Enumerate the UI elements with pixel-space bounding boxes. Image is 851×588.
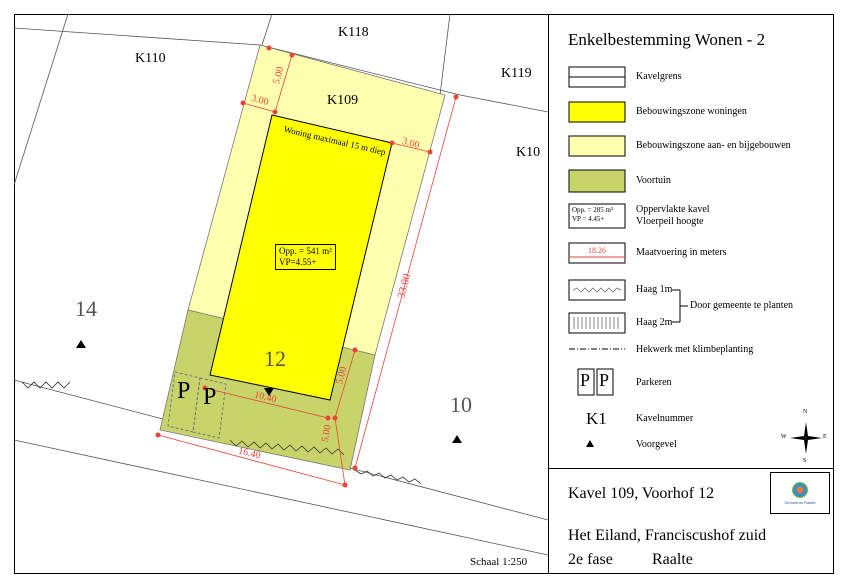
legend-divider (548, 14, 549, 574)
legend-k1-symbol: K1 (586, 409, 607, 428)
compass-e: E (823, 434, 827, 440)
legend-haag-2m: Haag 2m (636, 317, 673, 328)
location-line1: Het Eiland, Franciscushof zuid (568, 527, 767, 544)
dimension-points (155, 45, 459, 488)
parcel-label-k110: K110 (135, 51, 166, 66)
legend-maatvoering-value: 18.26 (588, 246, 606, 255)
location-phase: 2e fase (568, 551, 613, 568)
house-number-10: 10 (450, 392, 472, 417)
dimension-lines (157, 54, 457, 486)
legend-opp-box-line2: VP = 4.45+ (572, 215, 605, 223)
hedge (21, 381, 422, 485)
legend-door-gemeente: Door gemeente te planten (690, 300, 794, 311)
legend-voortuin: Voortuin (636, 175, 671, 186)
gemeente-logo: Gemeente Raalte (770, 472, 830, 514)
legend-bebouwing-bijgebouwen: Bebouwingszone aan- en bijgebouwen (636, 140, 791, 151)
logo-mark-icon (792, 481, 808, 498)
parcel-label-k119: K119 (501, 66, 532, 81)
parking-spaces (167, 371, 227, 439)
legend-opp-box: Opp. = 285 m² VP = 4.45+ (572, 206, 613, 224)
parcel-label-k109: K109 (327, 93, 359, 108)
compass-n: N (803, 409, 808, 415)
legend-oppervlakte: Oppervlakte kavel Vloerpeil hoogte (636, 204, 710, 228)
legend-opp-box-line1: Opp. = 285 m² (572, 206, 614, 214)
legend-parking-p2: P (599, 370, 610, 390)
compass-s: S (803, 458, 807, 464)
legend-voorgevel: Voorgevel (636, 439, 677, 450)
house-number-12: 12 (264, 346, 286, 371)
opp-vp: VP=4.55+ (279, 257, 317, 267)
legend-title: Enkelbestemming Wonen - 2 (568, 30, 766, 49)
compass-w: W (781, 434, 787, 440)
map-frame (14, 14, 834, 574)
title-block (548, 468, 834, 574)
logo-text: Gemeente Raalte (784, 499, 816, 505)
parking-p1: P (177, 378, 191, 404)
parcel-label-k118: K118 (338, 25, 369, 40)
legend-parking-p1: P (580, 370, 591, 390)
opp-box: Opp. = 541 m² VP=4.55+ (275, 244, 336, 270)
parking-p2: P (203, 384, 217, 410)
voorgevel-markers (76, 340, 462, 443)
opp-area: Opp. = 541 m² (279, 246, 332, 256)
legend-swatches (568, 66, 688, 447)
legend-bebouwing-woningen: Bebouwingszone woningen (636, 106, 747, 117)
compass-rose (790, 422, 822, 454)
legend-oppervlakte-line1: Oppervlakte kavel (636, 204, 710, 215)
scale-label: Schaal 1:250 (470, 556, 528, 568)
legend-kavelnummer: Kavelnummer (636, 413, 694, 424)
kavel-title: Kavel 109, Voorhof 12 (568, 485, 715, 502)
parcel-label-k10: K10 (516, 145, 541, 160)
legend-hekwerk: Hekwerk met klimbeplanting (636, 344, 754, 355)
legend-parkeren: Parkeren (636, 377, 672, 388)
house-number-14: 14 (75, 296, 97, 321)
legend-oppervlakte-line2: Vloerpeil hoogte (636, 216, 704, 227)
legend-maatvoering: Maatvoering in meters (636, 247, 727, 258)
legend-haag-1m: Haag 1m (636, 284, 673, 295)
location-town: Raalte (652, 551, 693, 568)
legend-kavelgrens: Kavelgrens (636, 71, 682, 82)
